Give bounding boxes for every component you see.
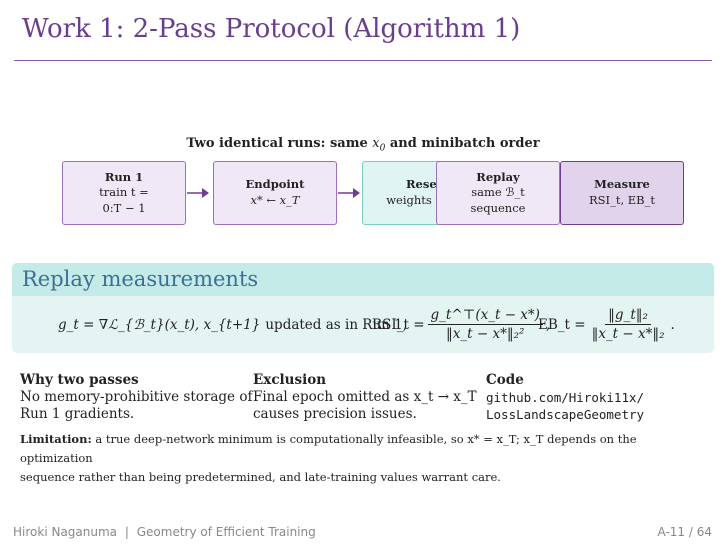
rsi-denominator: ‖x_t − x*‖₂²	[446, 326, 525, 342]
flow-box-run1: Run 1 train t = 0:T − 1	[62, 161, 186, 225]
eb-fraction: ‖g_t‖₂ ‖x_t − x*‖₂	[589, 307, 668, 342]
eb-numerator: ‖g_t‖₂	[605, 307, 651, 325]
why-column: Why two passes No memory-prohibitive sto…	[20, 372, 252, 423]
flow-box-head: Measure	[594, 177, 650, 192]
code-column: Code github.com/Hiroki11x/ LossLandscape…	[486, 372, 644, 423]
code-heading: Code	[486, 372, 524, 388]
update-text: updated as in Run 1,	[265, 316, 408, 333]
flow-box-line: sequence	[470, 200, 526, 215]
footer-author: Hiroki Naganuma	[13, 525, 118, 539]
rsi-equation: RSI_t = g_t^⊤(x_t − x*) ‖x_t − x*‖₂² ,	[372, 307, 551, 342]
flow-box-line: 0:T − 1	[102, 200, 146, 215]
flow-box-measure: Measure RSI_t, EB_t	[560, 161, 684, 225]
limitation-note: Limitation: a true deep-network minimum …	[20, 430, 700, 487]
rsi-numerator: g_t^⊤(x_t − x*)	[427, 307, 543, 325]
slide-title: Work 1: 2-Pass Protocol (Algorithm 1)	[22, 14, 521, 44]
replay-measurements-panel: Replay measurements g_t = ∇ℒ_{ℬ_t}(x_t),…	[12, 263, 714, 353]
exclusion-line: Final epoch omitted as x_t → x_T	[253, 389, 477, 405]
rsi-label: RSI_t =	[372, 316, 425, 333]
caption-tail: and minibatch order	[389, 136, 540, 151]
footer-left: Hiroki Naganuma | Geometry of Efficient …	[13, 525, 316, 539]
flow-box-head: Replay	[476, 169, 520, 184]
footer-page-number: A-11 / 64	[657, 525, 713, 539]
flow-box-line: same ℬ_t	[471, 185, 525, 200]
eb-equation: EB_t = ‖g_t‖₂ ‖x_t − x*‖₂ .	[538, 307, 675, 342]
flow-caption: Two identical runs: same x0 and minibatc…	[0, 136, 726, 154]
update-lhs: g_t = ∇ℒ_{ℬ_t}(x_t), x_{t+1}	[58, 316, 261, 333]
flow-box-head: Endpoint	[245, 177, 305, 192]
exclusion-heading: Exclusion	[253, 372, 327, 388]
rsi-fraction: g_t^⊤(x_t − x*) ‖x_t − x*‖₂²	[427, 307, 543, 342]
caption-math: x0	[372, 136, 386, 154]
flow-box-replay: Replay same ℬ_t sequence	[436, 161, 560, 225]
flow-box-line: x* ← x_T	[250, 193, 300, 207]
panel-body: g_t = ∇ℒ_{ℬ_t}(x_t), x_{t+1} updated as …	[12, 296, 714, 353]
why-line: No memory-prohibitive storage of	[20, 389, 253, 405]
arrow-right-icon	[338, 188, 360, 198]
why-heading: Why two passes	[20, 372, 139, 388]
panel-title: Replay measurements	[12, 263, 714, 296]
flow-box-line: train t =	[99, 185, 149, 200]
limitation-label: Limitation:	[20, 432, 92, 446]
flow-box-head: Reset	[406, 177, 442, 192]
title-divider	[14, 60, 712, 61]
flow-box-endpoint: Endpoint x* ← x_T	[213, 161, 337, 225]
caption-text: Two identical runs: same	[186, 136, 368, 151]
eb-label: EB_t =	[538, 316, 586, 333]
code-link[interactable]: LossLandscapeGeometry	[486, 407, 645, 422]
arrow-right-icon	[187, 188, 209, 198]
exclusion-line: causes precision issues.	[253, 406, 417, 422]
footer-talk: Geometry of Efficient Training	[136, 525, 316, 539]
why-line: Run 1 gradients.	[20, 406, 135, 422]
code-link[interactable]: github.com/Hiroki11x/	[486, 390, 645, 405]
flow-box-line: RSI_t, EB_t	[589, 193, 655, 207]
exclusion-column: Exclusion Final epoch omitted as x_t → x…	[253, 372, 477, 423]
limitation-text: a true deep-network minimum is computati…	[20, 432, 637, 465]
update-equation: g_t = ∇ℒ_{ℬ_t}(x_t), x_{t+1} updated as …	[58, 296, 407, 353]
footer-separator: |	[124, 525, 129, 539]
flow-box-head: Run 1	[104, 169, 144, 184]
limitation-text: sequence rather than being predetermined…	[20, 470, 501, 484]
eb-denominator: ‖x_t − x*‖₂	[591, 326, 665, 342]
